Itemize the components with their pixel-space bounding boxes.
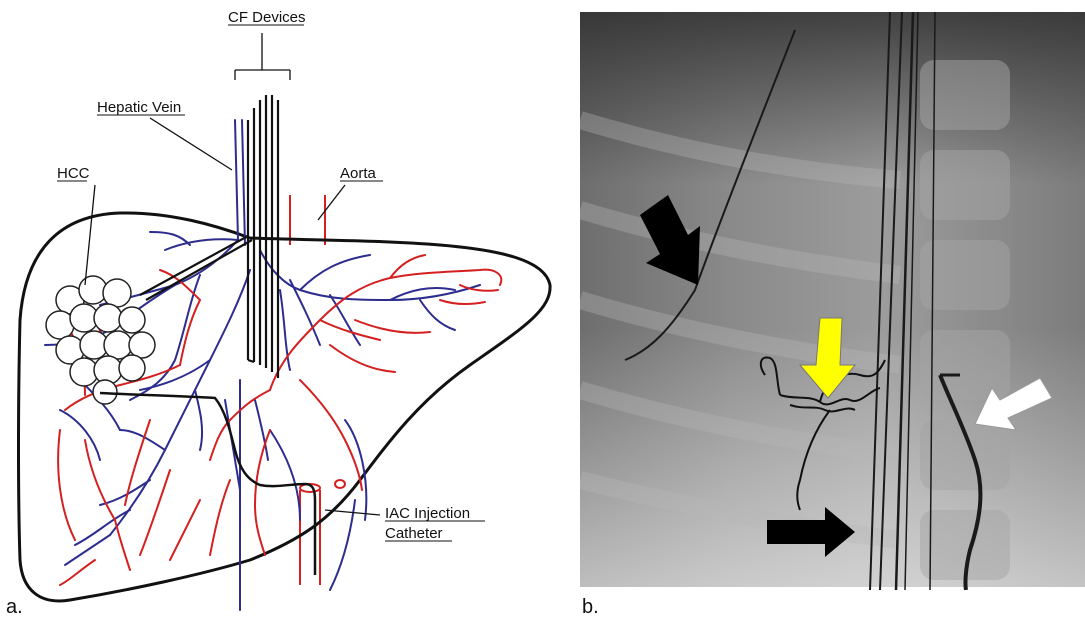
panel-a-diagram: CF Devices Hepatic Vein HCC Aorta IAC In… [0,0,575,622]
panel-b-fluoroscopy [580,0,1085,622]
aorta [290,195,345,585]
fluoroscopy-image [580,0,1085,590]
liver-diagram: CF Devices Hepatic Vein HCC Aorta IAC In… [0,0,575,622]
label-cf-devices: CF Devices [228,9,306,26]
label-aorta: Aorta [340,165,377,182]
label-hcc: HCC [57,165,90,182]
label-iac-line1: IAC Injection [385,505,470,522]
label-hepatic-vein: Hepatic Vein [97,99,181,116]
panel-letter-a: a. [6,596,23,619]
label-iac-line2: Catheter [385,525,443,542]
panel-letter-b: b. [582,596,599,619]
cf-devices [140,95,278,378]
iac-catheter [100,393,315,575]
